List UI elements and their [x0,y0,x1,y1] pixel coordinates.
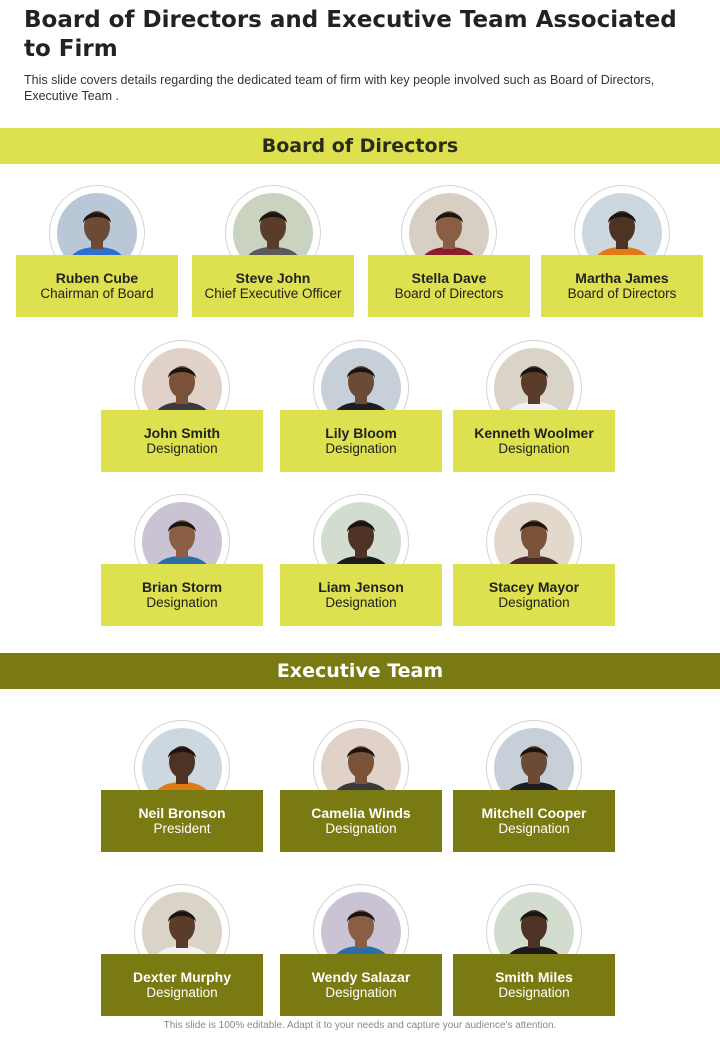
person-role: Designation [325,595,397,610]
person-role: Board of Directors [567,286,677,301]
person-name: Kenneth Woolmer [474,425,594,441]
person-role: Designation [146,595,218,610]
person-name: Stacey Mayor [488,579,580,595]
person-role: Designation [498,595,570,610]
person-name: Neil Bronson [138,805,226,821]
person-name: Martha James [575,270,669,286]
person-name: Brian Storm [141,579,223,595]
person-role: Designation [146,441,218,456]
person-name: Liam Jenson [318,579,404,595]
section-title-executive: Executive Team [276,660,444,682]
person-name: Dexter Murphy [132,969,232,985]
person-role: Designation [498,985,570,1000]
person-name: Smith Miles [495,969,573,985]
section-header-board: Board of Directors [0,128,720,164]
person-role: Chief Executive Officer [204,286,342,301]
person-role: Board of Directors [394,286,504,301]
page-title: Board of Directors and Executive Team As… [24,7,677,62]
section-title-board: Board of Directors [261,135,459,157]
person-role: Designation [146,985,218,1000]
person-name: Mitchell Cooper [481,805,587,821]
person-role: President [153,821,211,836]
person-name: Ruben Cube [55,270,139,286]
person-role: Designation [325,441,397,456]
section-header-executive: Executive Team [0,653,720,689]
footer-note: This slide is 100% editable. Adapt it to… [163,1020,557,1031]
person-role: Designation [498,821,570,836]
person-role: Designation [325,821,397,836]
person-name: Lily Bloom [325,425,397,441]
person-name: Wendy Salazar [311,969,411,985]
person-role: Designation [498,441,570,456]
person-name: John Smith [143,425,221,441]
person-name: Camelia Winds [311,805,411,821]
person-role: Designation [325,985,397,1000]
person-role: Chairman of Board [40,286,154,301]
page-subtitle: This slide covers details regarding the … [24,73,655,103]
person-name: Steve John [235,270,311,286]
person-name: Stella Dave [411,270,487,286]
